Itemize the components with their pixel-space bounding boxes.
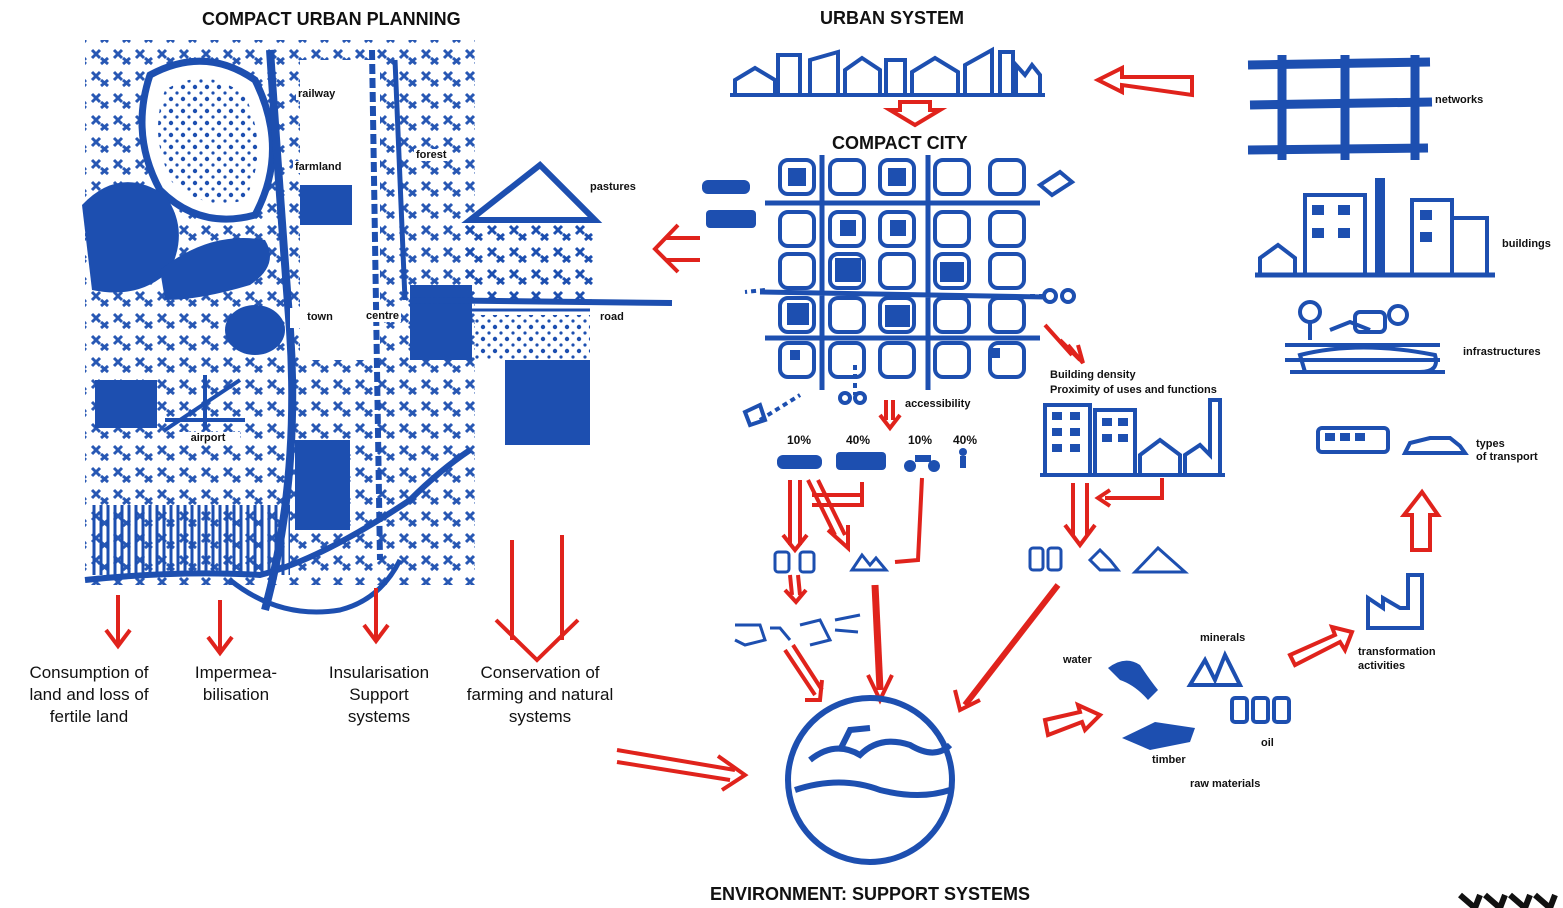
label-infrastructures: infrastructures	[1463, 346, 1541, 358]
label-pastures: pastures	[588, 181, 638, 193]
label-minerals: minerals	[1200, 632, 1246, 644]
raw-material-icons	[1108, 650, 1291, 750]
label-raw-materials: raw materials	[1190, 778, 1261, 790]
label-accessibility: accessibility	[905, 398, 971, 410]
label-networks: networks	[1435, 94, 1484, 106]
label-oil: oil	[1261, 737, 1274, 749]
compact-city-title: COMPACT CITY	[830, 133, 970, 154]
car-icons-left	[702, 180, 756, 228]
label-centre: centre	[364, 310, 402, 322]
flow-arrows-middle	[781, 323, 1442, 738]
density-resource-icons	[1028, 545, 1189, 574]
transport-types	[1316, 426, 1469, 455]
flow-arrows-top	[652, 64, 1194, 274]
buildings-cluster	[1255, 178, 1495, 278]
globe-icon	[785, 695, 955, 865]
infrastructure-sketch	[1285, 300, 1445, 374]
caption-consumption: Consumption of land and loss of fertile …	[29, 663, 149, 726]
corner-logo	[1458, 892, 1558, 908]
pct-bike: 10%	[908, 433, 933, 447]
label-buildings: buildings	[1502, 238, 1551, 250]
label-building-density: Building density	[1050, 369, 1136, 381]
density-buildings	[1040, 398, 1225, 477]
energy-icons	[734, 550, 890, 647]
pct-car: 10%	[787, 433, 812, 447]
label-farmland: farmland	[293, 161, 344, 173]
caption-conservation: Conservation of farming and natural syst…	[466, 663, 614, 726]
environment-title: ENVIRONMENT: SUPPORT SYSTEMS	[710, 884, 1031, 904]
factory-icon	[1366, 573, 1424, 630]
label-proximity: Proximity of uses and functions	[1050, 384, 1217, 396]
label-water: water	[1063, 654, 1092, 666]
city-fills	[787, 168, 1000, 360]
label-transformation: transformation	[1358, 646, 1436, 658]
urban-skyline	[730, 46, 1045, 97]
label-town: town	[290, 308, 350, 328]
urban-system-title: URBAN SYSTEM	[820, 8, 965, 28]
label-of-transport: of transport	[1476, 451, 1538, 463]
label-airport: airport	[176, 432, 240, 444]
label-timber: timber	[1152, 754, 1186, 766]
label-railway: railway	[296, 88, 338, 100]
label-forest: forest	[414, 149, 449, 161]
transport-modes	[777, 448, 967, 472]
caption-insularisation: Insularisation Support systems	[328, 663, 430, 726]
label-activities: activities	[1358, 660, 1406, 672]
impact-arrows	[104, 535, 749, 792]
compact-urban-planning-title: COMPACT URBAN PLANNING	[202, 9, 461, 29]
networks-grid	[1247, 55, 1433, 160]
density-windows	[1052, 412, 1128, 452]
land-use-map	[82, 40, 673, 615]
caption-impermeabilisation: Impermea-bilisation	[194, 663, 278, 704]
label-types: types	[1476, 438, 1505, 450]
pct-bus: 40%	[846, 433, 871, 447]
compact-city-grid	[742, 155, 1076, 428]
pct-walk: 40%	[953, 433, 978, 447]
label-road: road	[598, 311, 692, 323]
